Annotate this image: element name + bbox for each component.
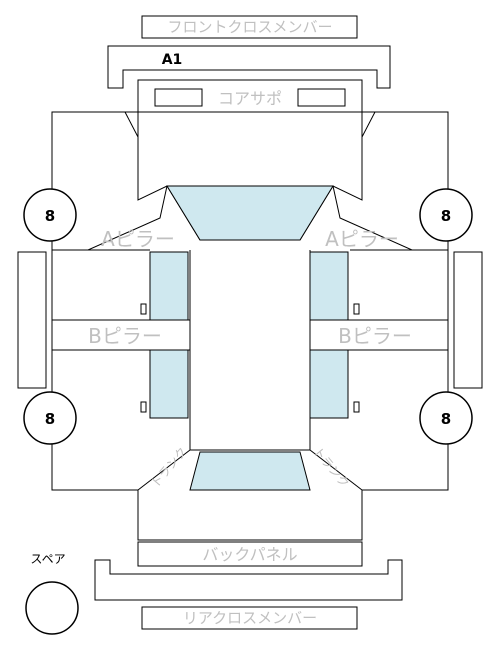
b-pillar-left-label: Bピラー	[88, 324, 162, 348]
body-left-side	[51, 249, 190, 491]
back-panel-box	[137, 541, 363, 567]
window-left-rear	[149, 349, 189, 419]
trunk-left-label: トランク	[148, 445, 190, 491]
wheel-front-right	[419, 188, 473, 242]
door-handle-fl	[140, 303, 147, 315]
door-handle-rr	[353, 401, 360, 413]
front-bumper-bracket	[107, 45, 391, 89]
body-right-side	[310, 249, 449, 491]
wheel-rear-left	[23, 391, 77, 445]
wheel-front-right-value: 8	[441, 207, 451, 225]
a-pillar-right-label: Aピラー	[325, 227, 399, 251]
rear-cross-member-box	[141, 606, 358, 630]
wheel-rear-right-value: 8	[441, 410, 451, 428]
windshield	[166, 185, 334, 241]
core-support-label: コアサポ	[218, 89, 282, 108]
trunk-right-label: トランク	[310, 445, 352, 491]
b-pillar-right-label: Bピラー	[338, 324, 412, 348]
window-right-rear	[309, 349, 349, 419]
back-panel-label: バックパネル	[202, 545, 297, 564]
rear-cross-member-label: リアクロスメンバー	[183, 609, 317, 627]
wheel-front-left	[23, 188, 77, 242]
front-cross-member-box	[141, 15, 358, 39]
door-handle-fr	[353, 303, 360, 315]
rear-trunk-section	[137, 449, 363, 541]
spare-label: スペア	[30, 552, 65, 566]
rear-bumper-bracket	[94, 559, 403, 601]
cabin-outline	[189, 250, 311, 451]
wheel-rear-left-value: 8	[45, 410, 55, 428]
window-left-front	[149, 251, 189, 321]
headlight-left	[154, 88, 203, 107]
wheel-front-left-value: 8	[45, 207, 55, 225]
wheel-rear-right	[419, 391, 473, 445]
left-side-step	[17, 251, 47, 389]
headlight-right	[297, 88, 346, 107]
core-support-panel	[137, 79, 363, 113]
a-pillar-left-label: Aピラー	[101, 227, 175, 251]
front-cross-member-label: フロントクロスメンバー	[167, 18, 332, 36]
spare-wheel	[25, 581, 79, 635]
a1-label: A1	[162, 52, 183, 68]
door-handle-rl	[140, 401, 147, 413]
right-side-step	[453, 251, 483, 389]
window-right-front	[309, 251, 349, 321]
rear-window	[189, 451, 311, 491]
